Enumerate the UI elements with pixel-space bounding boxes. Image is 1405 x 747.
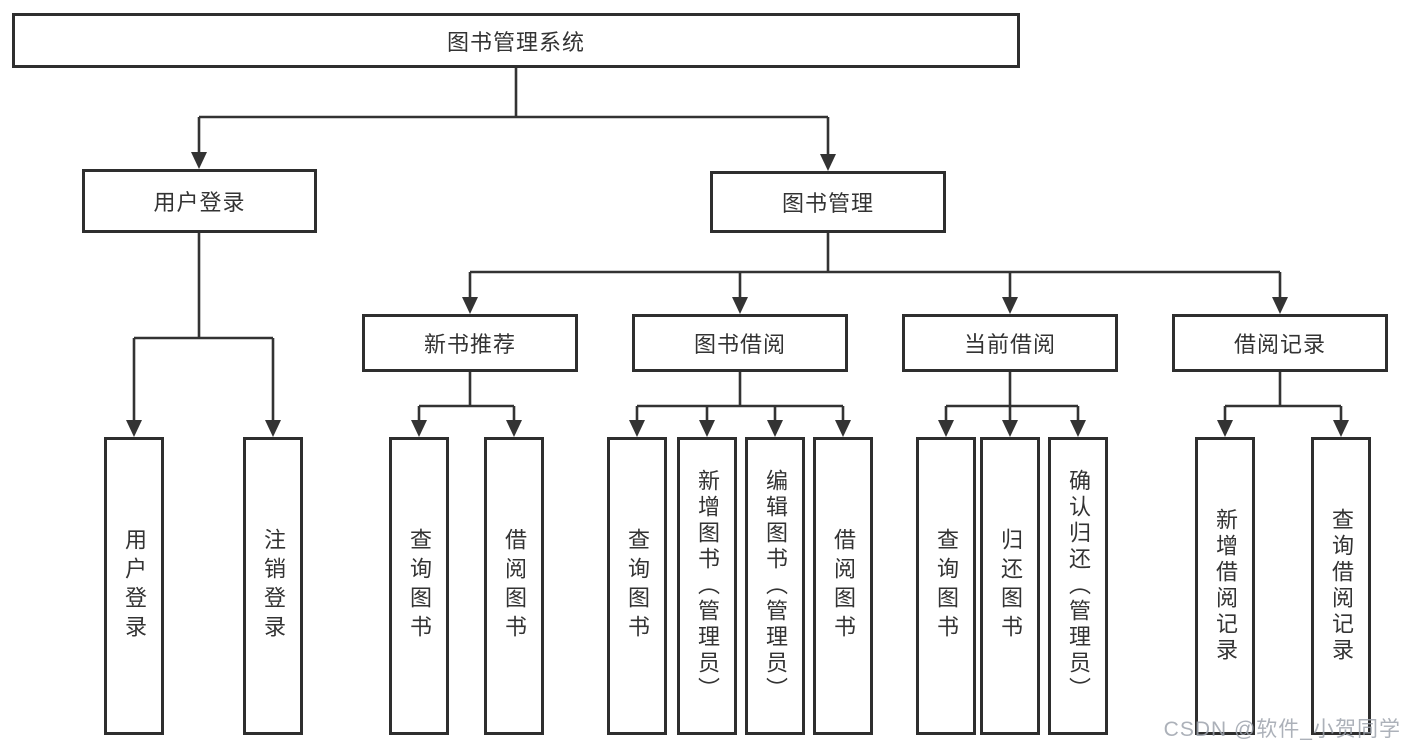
node-library-management-system: 图书管理系统 (12, 13, 1020, 68)
node-leaf-borrow-books: 借阅图书 (813, 437, 873, 735)
node-label: 新增图书（管理员） (695, 469, 720, 703)
node-new-book-recommend: 新书推荐 (362, 314, 578, 372)
node-label: 图书管理 (781, 191, 874, 216)
node-leaf-query-borrow-record: 查询借阅记录 (1311, 437, 1371, 735)
connector-book-borrow-children (629, 372, 851, 437)
node-leaf-query-books-borrow: 查询图书 (607, 437, 667, 735)
node-leaf-query-books-recommend: 查询图书 (389, 437, 449, 735)
node-current-borrowing: 当前借阅 (902, 314, 1118, 372)
node-label: 新增借阅记录 (1213, 508, 1238, 664)
connector-current-borrow-children (938, 372, 1086, 437)
node-label: 当前借阅 (963, 332, 1056, 357)
connector-new-book-children (411, 372, 522, 437)
node-label: 图书借阅 (693, 332, 786, 357)
connector-borrow-record-children (1217, 372, 1349, 437)
node-label: 用户登录 (122, 528, 147, 644)
node-label: 确认归还（管理员） (1066, 469, 1091, 703)
csdn-watermark: CSDN @软件_小贺同学 (1163, 718, 1401, 741)
node-label: 借阅图书 (831, 528, 856, 644)
node-leaf-edit-books-admin: 编辑图书（管理员） (745, 437, 805, 735)
node-label: 借阅图书 (502, 528, 527, 644)
node-leaf-query-books-current: 查询图书 (916, 437, 976, 735)
node-label: 查询借阅记录 (1329, 508, 1354, 664)
node-label: 新书推荐 (423, 332, 516, 357)
node-leaf-return-books: 归还图书 (980, 437, 1040, 735)
connector-root-to-level2 (191, 68, 836, 171)
node-book-management: 图书管理 (710, 171, 946, 233)
node-label: 编辑图书（管理员） (763, 469, 788, 703)
node-label: 借阅记录 (1233, 332, 1326, 357)
node-label: 图书管理系统 (446, 29, 585, 55)
node-label: 注销登录 (261, 528, 286, 644)
node-leaf-confirm-return-admin: 确认归还（管理员） (1048, 437, 1108, 735)
node-borrowing-records: 借阅记录 (1172, 314, 1388, 372)
node-leaf-user-login: 用户登录 (104, 437, 164, 735)
connector-book-mgmt-children (462, 233, 1288, 314)
node-label: 归还图书 (998, 528, 1023, 644)
node-leaf-borrow-books-recommend: 借阅图书 (484, 437, 544, 735)
node-user-login-module: 用户登录 (82, 169, 317, 233)
node-book-borrowing: 图书借阅 (632, 314, 848, 372)
node-leaf-logout: 注销登录 (243, 437, 303, 735)
node-leaf-add-books-admin: 新增图书（管理员） (677, 437, 737, 735)
node-label: 查询图书 (625, 528, 650, 644)
connector-user-login-children (126, 233, 281, 437)
node-label: 查询图书 (407, 528, 432, 644)
node-label: 查询图书 (934, 528, 959, 644)
node-leaf-add-borrow-record: 新增借阅记录 (1195, 437, 1255, 735)
node-label: 用户登录 (153, 190, 246, 215)
